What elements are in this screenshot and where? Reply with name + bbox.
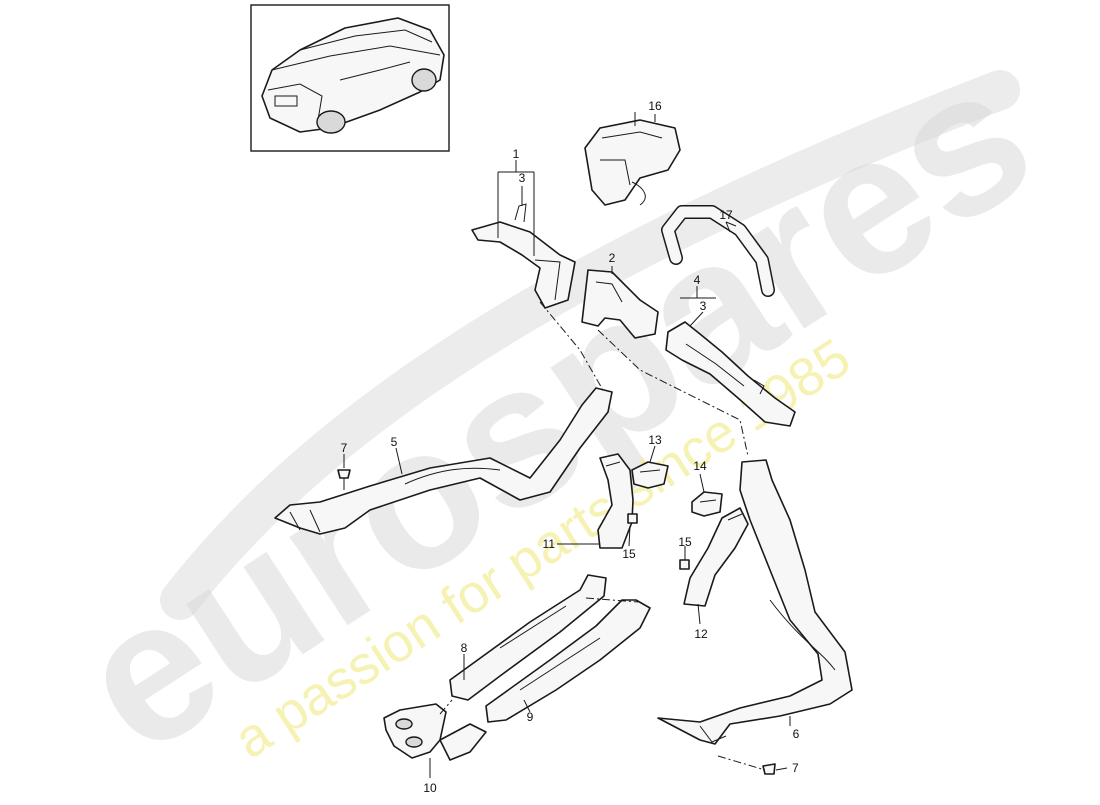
part-14 [691,491,723,517]
callout-15-right: 15 [678,535,692,549]
callout-8: 8 [461,641,468,655]
callout-10: 10 [423,781,437,795]
callout-3-right: 3 [700,299,707,313]
callout-15-left: 15 [622,547,636,561]
part-10 [383,703,487,761]
leader-lines [343,114,791,778]
fastener-15-left [627,513,638,524]
callout-7-lower: 7 [792,761,799,775]
callout-1: 1 [513,147,520,161]
callout-4: 4 [694,273,701,287]
part-8 [449,574,607,701]
part-13 [631,461,669,489]
callout-9: 9 [527,710,534,724]
callouts: 1 3 16 17 2 4 3 5 7 13 14 11 15 15 12 8 … [341,99,800,795]
part-17 [661,205,775,297]
part-2 [581,269,659,339]
part-16 [584,112,681,206]
callout-14: 14 [693,459,707,473]
watermark-swoosh [160,70,1020,620]
part-12 [683,507,749,607]
fastener-7-lower [762,763,776,775]
fastener-15-right [679,559,690,570]
callout-17: 17 [719,208,733,222]
part-11 [597,453,634,549]
part-4 [665,321,796,427]
part-5 [274,387,613,535]
fastener-7-upper [337,469,351,490]
callout-5: 5 [391,435,398,449]
callout-2: 2 [609,251,616,265]
callout-13: 13 [648,433,662,447]
callout-16: 16 [648,99,662,113]
callout-3-left: 3 [519,171,526,185]
part-6 [657,459,853,745]
callout-11: 11 [543,537,556,551]
callout-12: 12 [694,627,708,641]
vehicle-thumbnail [250,4,450,152]
part-9 [485,599,651,723]
suv-icon [261,17,445,134]
callout-6: 6 [793,727,800,741]
callout-7-upper: 7 [341,441,348,455]
assembly-lines [439,301,766,771]
